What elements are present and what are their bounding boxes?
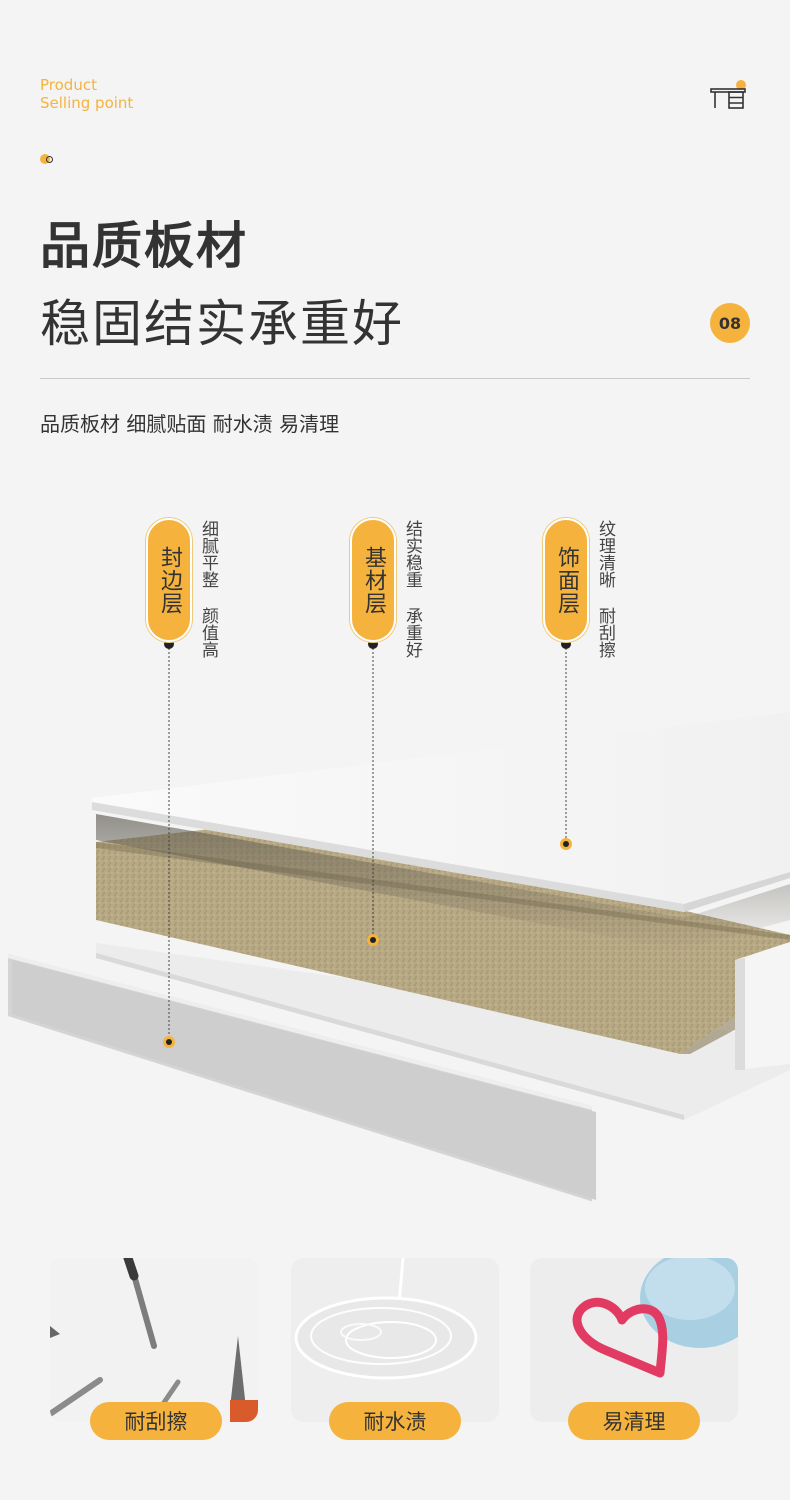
core-board-desc-1: 结实稳重 [402,520,422,588]
feature-label-water: 耐水渍 [329,1402,461,1440]
label-edge-band-text: 封边层 [157,545,182,615]
board-layers-illustration [8,639,790,1204]
easy-clean-photo [530,1258,738,1422]
veneer-desc-2: 耐刮擦 [595,606,615,658]
eyebrow-line-2: Selling point [40,94,134,112]
divider [40,378,750,379]
eyebrow-text: Product Selling point [40,76,133,112]
label-core-board: 基材层 [350,518,396,642]
bottom-veneer-sheet [96,943,790,1120]
feature-label-clean: 易清理 [568,1402,700,1440]
label-core-board-text: 基材层 [361,545,386,615]
top-veneer-sheet [92,712,790,950]
front-edge-band [8,954,600,1204]
core-board-desc-2: 承重好 [402,606,422,658]
scratch-resistant-photo [50,1258,258,1422]
water-resistant-photo [291,1258,499,1422]
page-title: 品质板材 [40,217,248,275]
feature-summary: 品质板材 细腻贴面 耐水渍 易清理 [40,412,340,436]
veneer-desc-1: 纹理清晰 [595,520,615,588]
decorative-dots-icon [40,154,54,166]
core-board-description: 结实稳重 承重好 [402,520,422,680]
label-veneer: 饰面层 [543,518,589,642]
edge-band-description: 细腻平整 颜值高 [198,520,218,680]
label-edge-band: 封边层 [146,518,192,642]
right-edge-band [735,942,790,1070]
desk-icon [710,80,746,109]
section-number-badge: 08 [710,303,750,343]
feature-label-scratch: 耐刮擦 [90,1402,222,1440]
edge-band-desc-1: 细腻平整 [198,520,218,588]
page-subtitle-large: 稳固结实承重好 [40,295,404,353]
edge-band-desc-2: 颜值高 [198,606,218,658]
veneer-description: 纹理清晰 耐刮擦 [595,520,615,680]
eyebrow-line-1: Product [40,76,97,94]
label-veneer-text: 饰面层 [554,545,579,615]
